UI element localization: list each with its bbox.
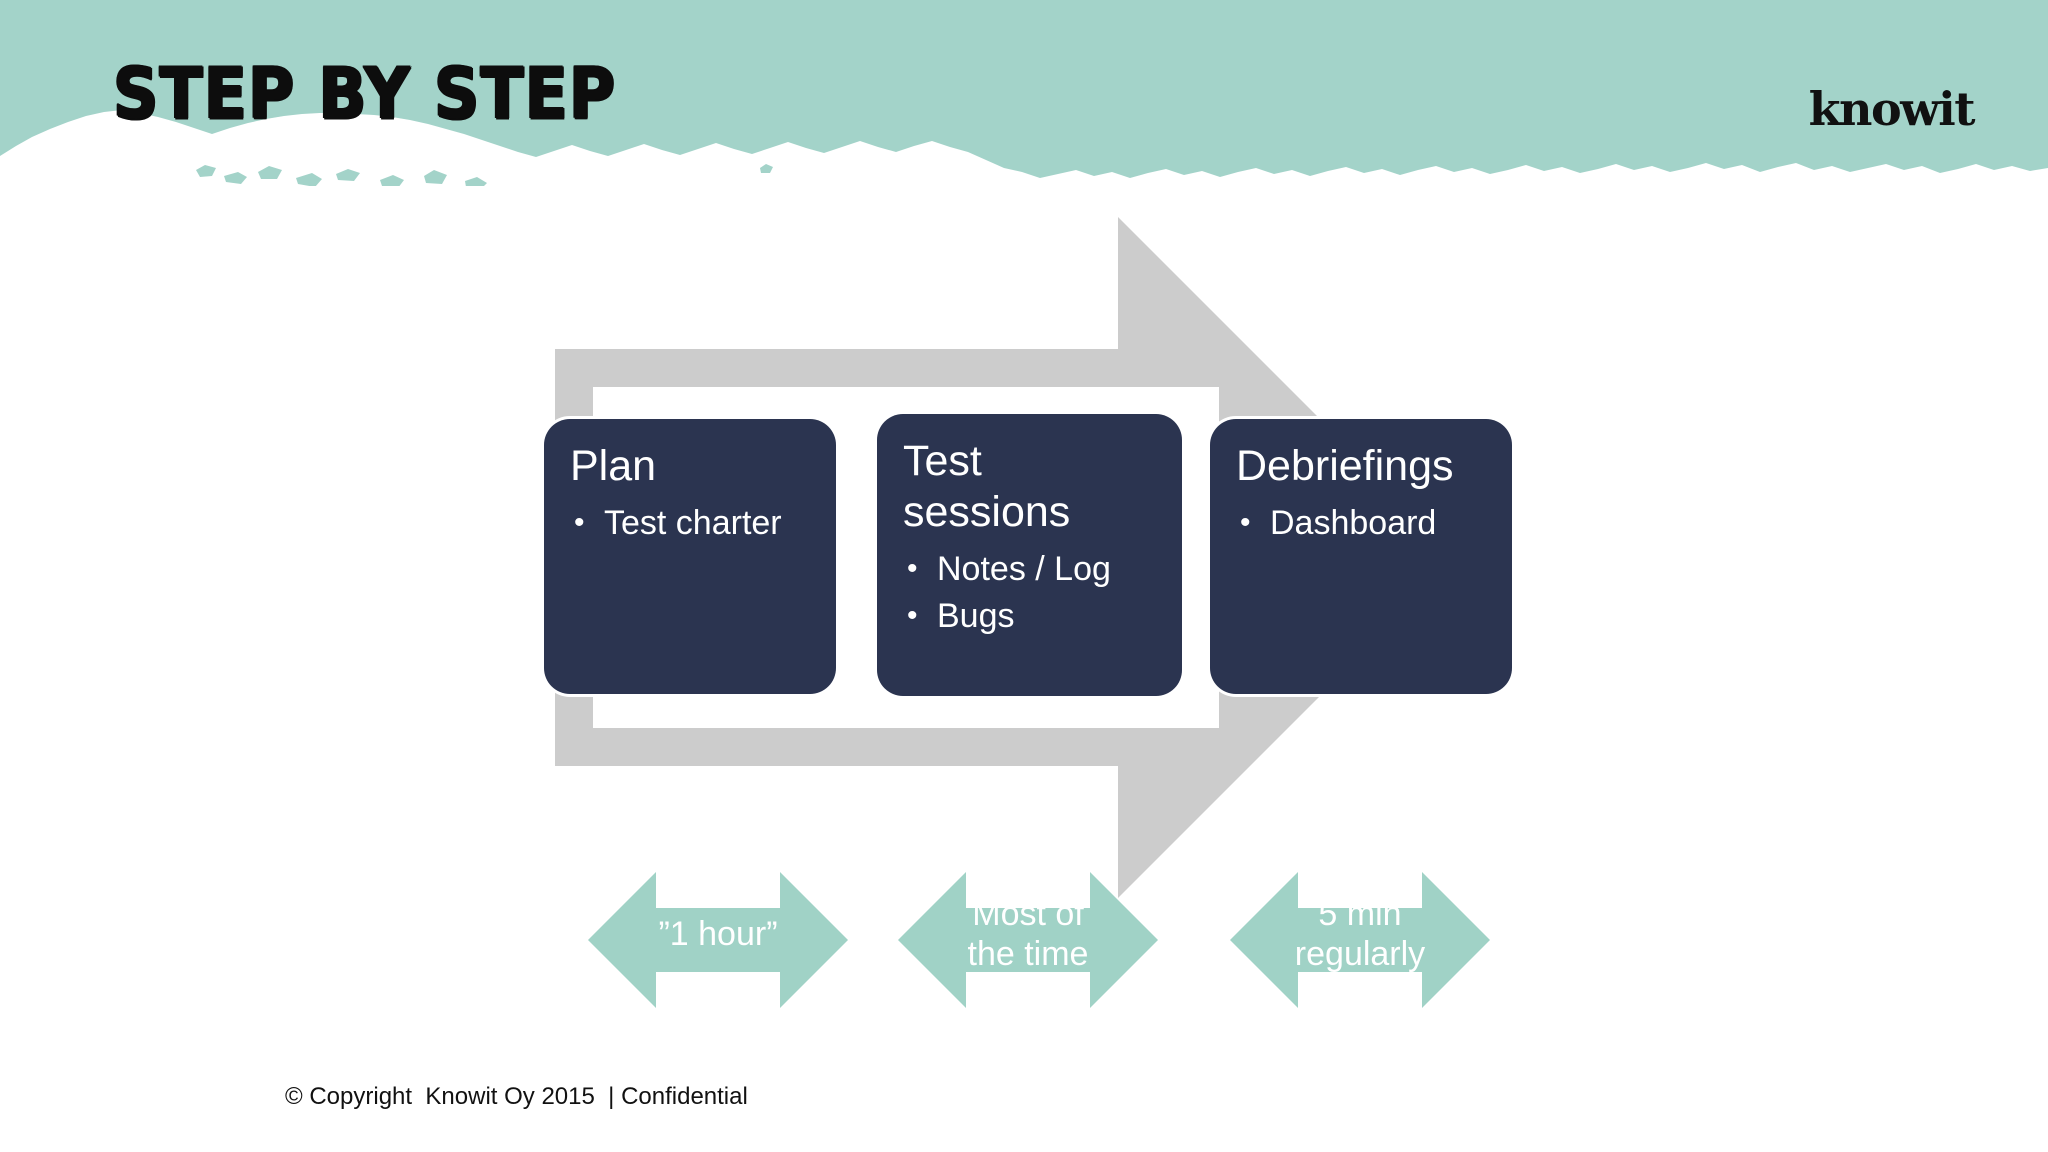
duration-arrow-debriefings: 5 min regularly <box>1210 810 1510 1070</box>
stage-title: Debriefings <box>1236 442 1454 490</box>
stage-card-test-sessions[interactable]: Test sessions Notes / Log Bugs <box>877 414 1182 696</box>
stage-card-debriefings[interactable]: Debriefings Dashboard <box>1210 419 1512 694</box>
torn-edge-flecks <box>196 159 1189 186</box>
knowit-logo: knowit <box>1808 82 1976 136</box>
double-headed-arrow-icon <box>1230 872 1490 1008</box>
list-item: Test charter <box>570 499 810 547</box>
double-headed-arrow-icon <box>588 872 848 1008</box>
header-torn-shape <box>0 0 2048 186</box>
stage-title: Plan <box>570 442 657 490</box>
double-headed-arrow-icon <box>898 872 1158 1008</box>
stage-bullet-list: Notes / Log Bugs <box>903 545 1156 640</box>
stage-title: Test sessions <box>903 437 1071 536</box>
list-item: Bugs <box>903 592 1156 640</box>
duration-arrow-test-sessions: Most of the time <box>878 810 1178 1070</box>
stage-bullet-list: Dashboard <box>1236 499 1486 547</box>
stage-card-plan[interactable]: Plan Test charter <box>544 419 836 694</box>
copyright-footer: © Copyright Knowit Oy 2015 | Confidentia… <box>285 1083 748 1110</box>
list-item: Dashboard <box>1236 499 1486 547</box>
list-item: Notes / Log <box>903 545 1156 593</box>
duration-arrow-plan: ”1 hour” <box>568 810 868 1070</box>
header-band: STEP BY STEP knowit <box>0 0 2048 186</box>
stage-bullet-list: Test charter <box>570 499 810 547</box>
page-title: STEP BY STEP <box>113 52 617 136</box>
